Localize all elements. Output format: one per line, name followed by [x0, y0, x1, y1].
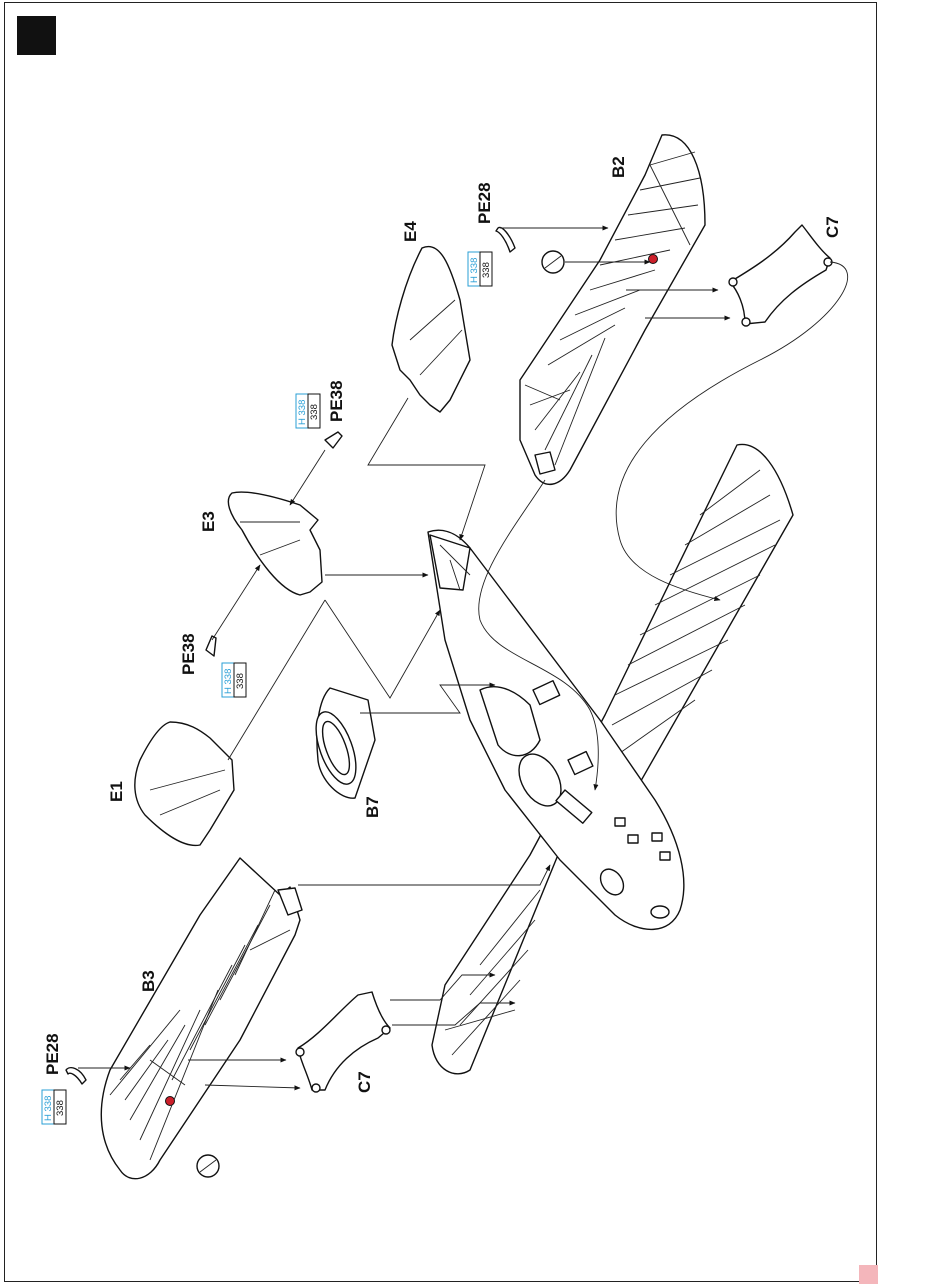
- label-pe38-lower: PE38: [179, 633, 198, 675]
- paint-code-hobby: H 338: [43, 1096, 54, 1121]
- paint-code-acrylic: 338: [55, 1100, 66, 1116]
- photo-etch-pe28-lower: [66, 1068, 86, 1084]
- paint-code-acrylic: 338: [309, 404, 320, 420]
- paint-code-hobby: H 338: [297, 400, 308, 425]
- paint-code-hobby: H 338: [223, 669, 234, 694]
- upper-wing-right-b2: [520, 135, 705, 485]
- label-c7-lower: C7: [355, 1071, 374, 1093]
- label-b3: B3: [139, 970, 158, 992]
- upper-wing-left-b3: [101, 858, 302, 1179]
- label-pe28-lower: PE28: [43, 1033, 62, 1075]
- label-e4: E4: [401, 221, 420, 242]
- elevator-e4: [392, 247, 470, 412]
- paint-code-box-pe38-upper: H 338 338: [296, 394, 320, 428]
- label-e3: E3: [199, 511, 218, 532]
- strut-c7-upper: [729, 225, 832, 326]
- label-b2: B2: [609, 156, 628, 178]
- label-pe28-upper: PE28: [475, 182, 494, 224]
- paint-code-acrylic: 338: [481, 262, 492, 278]
- photo-etch-pe38-lower: [206, 636, 216, 656]
- photo-etch-pe38-upper: [325, 432, 342, 448]
- paint-code-box-pe28-upper: H 338 338: [468, 252, 492, 286]
- paint-code-box-pe28-lower: H 338 338: [42, 1090, 66, 1124]
- elevator-e1: [135, 722, 234, 845]
- label-b7: B7: [363, 796, 382, 818]
- label-pe38-upper: PE38: [327, 380, 346, 422]
- paint-code-acrylic: 338: [235, 673, 246, 689]
- strut-c7-lower: [296, 992, 390, 1092]
- stabilizer-e3: [228, 492, 322, 595]
- photo-etch-pe28-upper: [496, 227, 515, 252]
- paint-code-box-pe38-lower: H 338 338: [222, 663, 246, 697]
- label-e1: E1: [107, 781, 126, 802]
- cowl-b7: [308, 688, 375, 798]
- paint-code-hobby: H 338: [469, 258, 480, 283]
- label-c7-upper: C7: [823, 216, 842, 238]
